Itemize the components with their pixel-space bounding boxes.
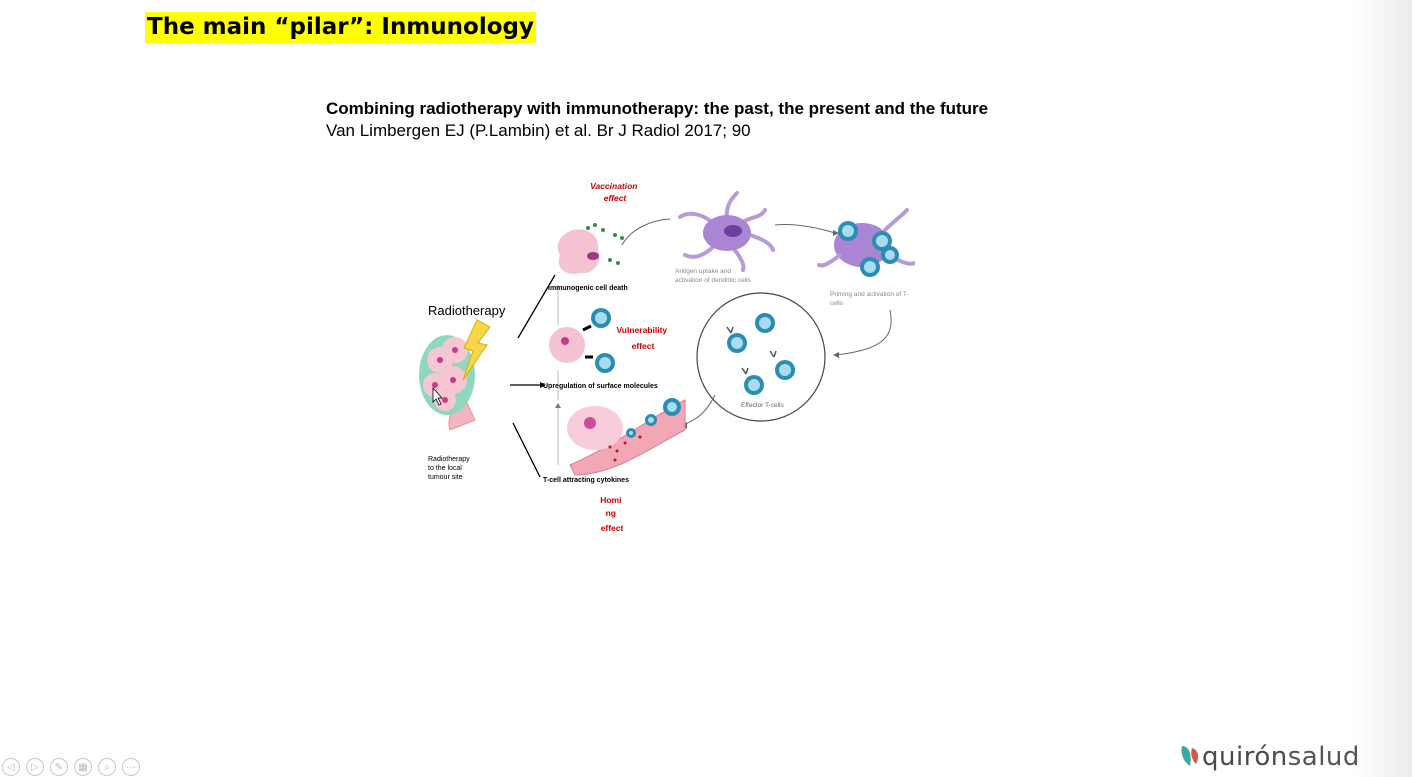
effector-t-cells-circle: [696, 292, 826, 422]
pen-icon[interactable]: ✎: [50, 758, 68, 776]
slide-title: The main “pilar”: Inmunology: [145, 12, 536, 43]
priming-line-1: Priming and activation of T-: [830, 291, 909, 298]
slides-icon[interactable]: ▦: [74, 758, 92, 776]
paper-title: Combining radiotherapy with immunotherap…: [326, 99, 989, 118]
site-line-3: tumour site: [428, 474, 463, 481]
site-line-1: Radiotherapy: [428, 456, 470, 463]
immunogenic-cell-death-label: Immunogenic cell death: [548, 285, 628, 292]
priming-activation-label: Priming and activation of T- cells: [830, 291, 910, 307]
more-icon[interactable]: ···: [122, 758, 140, 776]
mouse-cursor-icon: [432, 386, 443, 406]
vaccination-line-1: Vaccination: [590, 181, 637, 191]
presentation-toolbar: ◁ ▷ ✎ ▦ ⌕ ···: [0, 758, 140, 777]
vulnerability-effect-label: Vulnerability effect: [616, 325, 669, 351]
radiotherapy-immunology-figure: Radiotherapy Radiotherapy to the local t…: [419, 181, 915, 533]
effector-t-cells-label: Effector T-cells: [741, 402, 784, 409]
viewer-edge-shadow: [1352, 0, 1412, 777]
priming-line-2: cells: [830, 300, 844, 307]
t-cell-cytokines-label: T-cell attracting cytokines: [543, 477, 629, 484]
antigen-line-2: activation of dendritic cells: [675, 277, 752, 284]
radiotherapy-label: Radiotherapy: [428, 303, 506, 318]
logo-text-quiron: quirón: [1202, 742, 1288, 772]
homing-effect-label: Homi ng effect: [600, 495, 624, 533]
vulnerability-line-1: Vulnerability: [616, 325, 667, 335]
homing-line-1: Homi: [600, 495, 621, 505]
site-line-2: to the local: [428, 465, 462, 472]
logo-leaf-icon: [1181, 746, 1199, 766]
priming-cell: [817, 208, 915, 277]
next-icon[interactable]: ▷: [26, 758, 44, 776]
vaccination-effect-label: Vaccination effect: [590, 181, 640, 203]
previous-icon[interactable]: ◁: [2, 758, 20, 776]
antigen-line-1: Antigen uptake and: [675, 268, 731, 275]
homing-line-3: effect: [601, 523, 624, 533]
homing-line-2: ng: [606, 508, 616, 518]
lightning-icon: [462, 319, 491, 381]
effector-t-cells: [726, 313, 795, 395]
antigen-uptake-label: Antigen uptake and activation of dendrit…: [675, 268, 752, 284]
vulnerability-line-2: effect: [632, 341, 655, 351]
target-cell: [549, 308, 615, 373]
paper-reference: Van Limbergen EJ (P.Lambin) et al. Br J …: [326, 121, 751, 140]
quironsalud-logo: quirónsalud: [1180, 740, 1360, 774]
zoom-icon[interactable]: ⌕: [98, 758, 116, 776]
dying-cell: [557, 223, 624, 274]
logo-text: quirónsalud: [1202, 742, 1360, 772]
upregulation-label: Upregulation of surface molecules: [543, 383, 658, 390]
vaccination-line-2: effect: [604, 193, 628, 203]
logo-text-salud: salud: [1287, 742, 1360, 772]
blood-vessel: [567, 398, 686, 476]
radiotherapy-site-label: Radiotherapy to the local tumour site: [428, 456, 472, 481]
tumour-illustration: [419, 335, 476, 431]
dendritic-cell: [678, 191, 775, 272]
